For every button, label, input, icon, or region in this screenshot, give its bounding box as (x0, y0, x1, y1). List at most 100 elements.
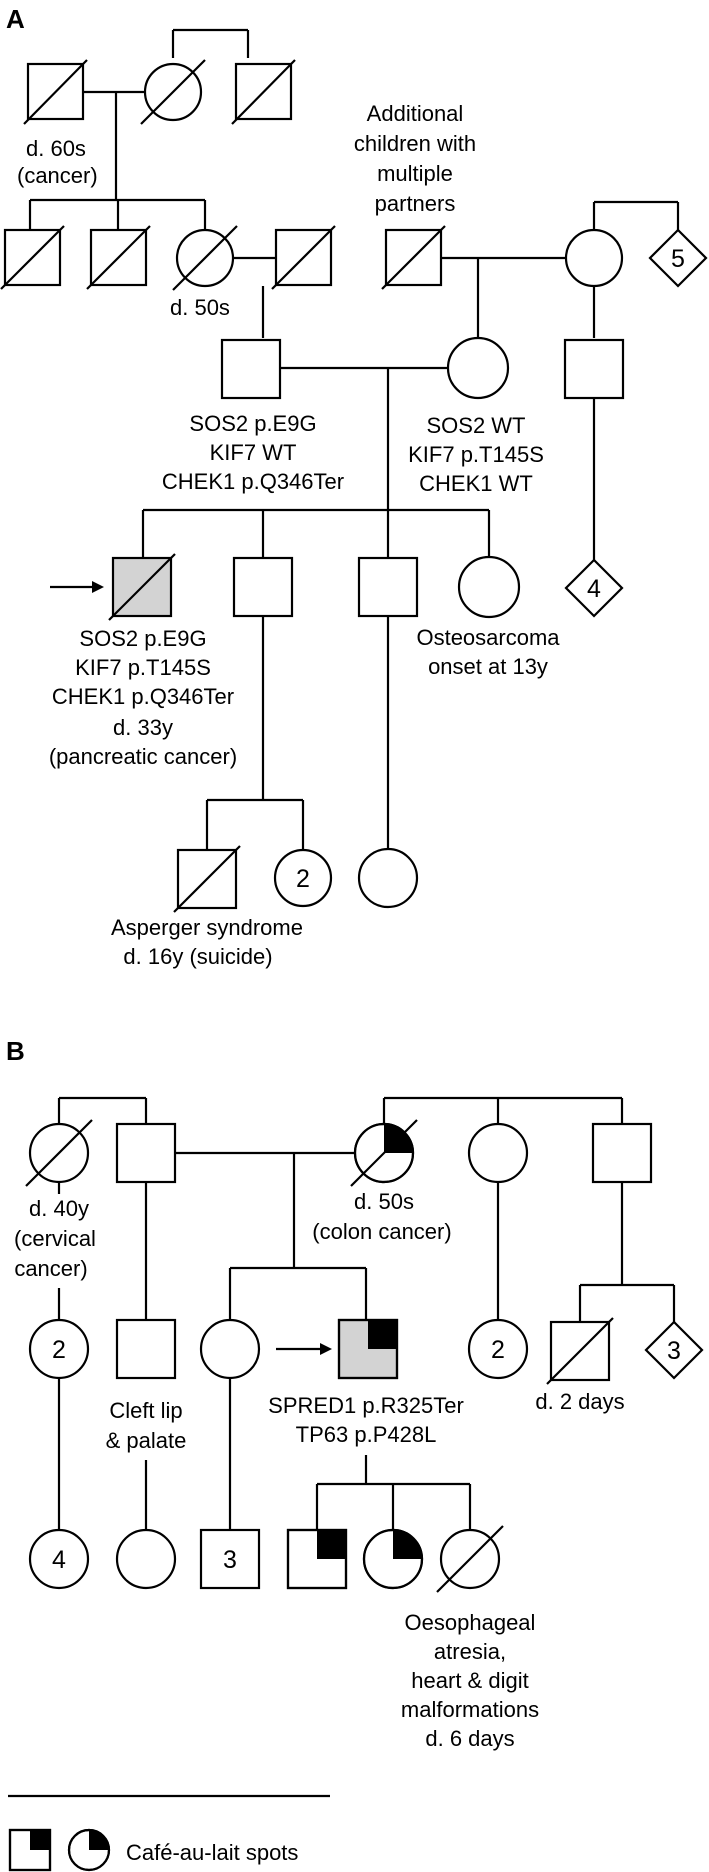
half-sibling-child-count: 4 (587, 575, 601, 603)
panel-a-label: A (6, 4, 25, 34)
deceased-slash (0, 225, 65, 290)
legend: Café-au-lait spots (8, 1794, 330, 1872)
asperger-note-2: d. 16y (suicide) (123, 944, 272, 969)
cousin-count-diamond (644, 1320, 704, 1380)
niece-circle (357, 847, 419, 909)
brother-square (357, 556, 419, 618)
half-sibling-child-diamond (564, 558, 624, 618)
proband-variant-1: SOS2 p.E9G (79, 626, 206, 651)
outline (67, 1828, 111, 1872)
cousin-circle (467, 1318, 529, 1380)
outline (353, 1122, 415, 1184)
grandfather-square (115, 1122, 177, 1184)
sibling-count-diamond (648, 228, 708, 288)
additional-note-1: Additional (367, 101, 464, 126)
deceased-slash (23, 59, 88, 125)
deceased-slash (381, 225, 446, 290)
mother-variant-1: SOS2 WT (426, 413, 525, 438)
legend-quadrant (89, 1830, 109, 1850)
legend-label: Café-au-lait spots (126, 1840, 298, 1865)
great-aunt-cause-2: cancer) (14, 1256, 87, 1281)
father-variant-3: CHEK1 p.Q346Ter (162, 469, 344, 494)
mother-circle (446, 336, 510, 400)
second-cousin-count: 4 (52, 1546, 66, 1574)
outline (337, 1318, 399, 1380)
sister-circle (199, 1318, 261, 1380)
cousin-death-label: d. 2 days (535, 1389, 624, 1414)
deceased-slash (436, 1525, 504, 1593)
proband-variant-1: SPRED1 p.R325Ter (268, 1393, 464, 1418)
cleft-note-1: Cleft lip (109, 1398, 182, 1423)
outline (362, 1528, 424, 1590)
oeso-note-3: heart & digit (411, 1668, 528, 1693)
oeso-note-5: d. 6 days (425, 1726, 514, 1751)
maternal-grandmother-circle (564, 228, 624, 288)
great-aunt-cause-1: (cervical (14, 1226, 96, 1251)
mother-variant-2: KIF7 p.T145S (408, 442, 544, 467)
proband-arrowhead (320, 1343, 332, 1355)
cafe-au-lait-quadrant (368, 1320, 397, 1349)
sibling-count: 5 (671, 245, 685, 273)
gp-death-label: d. 60s (26, 136, 86, 161)
deceased-slash (25, 1119, 93, 1187)
deceased-slash (350, 1119, 418, 1187)
oeso-note-1: Oesophageal (405, 1610, 536, 1635)
proband-variant-2: KIF7 p.T145S (75, 655, 211, 680)
grandmother-death: d. 50s (354, 1189, 414, 1214)
panel-b-label: B (6, 1036, 25, 1066)
nephew-square (199, 1528, 261, 1590)
aunt-death-label: d. 50s (170, 295, 230, 320)
outline (286, 1528, 348, 1590)
brother-square (232, 556, 294, 618)
cousin-count: 3 (667, 1337, 681, 1365)
niece-count: 2 (296, 865, 310, 893)
father-variant-2: KIF7 WT (210, 440, 297, 465)
additional-note-3: multiple (377, 161, 453, 186)
gp-death-cause-label: (cancer) (17, 163, 98, 188)
cleft-note-2: & palate (106, 1428, 187, 1453)
osteo-note-2: onset at 13y (428, 654, 548, 679)
mother-variant-3: CHEK1 WT (419, 471, 533, 496)
panel-b: B d. 40y (cervical cancer) d. 50s (colon… (6, 1036, 704, 1751)
proband-death-cause: (pancreatic cancer) (49, 744, 237, 769)
oeso-note-4: malformations (401, 1697, 539, 1722)
grandmother-cause: (colon cancer) (312, 1219, 451, 1244)
osteo-note-1: Osteosarcoma (416, 625, 560, 650)
half-sibling-square (563, 338, 625, 400)
deceased-slash (86, 225, 151, 290)
deceased-slash (271, 225, 336, 290)
cousin-count: 2 (491, 1336, 505, 1364)
legend-quadrant (30, 1830, 50, 1850)
panel-a: A d. 60s (cancer) d. 50s Additional (0, 4, 708, 969)
cafe-au-lait-quadrant (393, 1530, 422, 1559)
niece-circle (273, 848, 333, 908)
proband-arrowhead (92, 581, 104, 593)
nephew-count: 3 (223, 1546, 237, 1574)
cousin-count: 2 (52, 1336, 66, 1364)
cafe-au-lait-quadrant (317, 1530, 346, 1559)
additional-note-4: partners (375, 191, 456, 216)
additional-note-2: children with (354, 131, 476, 156)
second-cousin-circle (28, 1528, 90, 1590)
father-variant-1: SOS2 p.E9G (189, 411, 316, 436)
deceased-slash (172, 225, 238, 291)
deceased-slash (231, 59, 296, 125)
asperger-note-1: Asperger syndrome (111, 915, 303, 940)
proband-death-label: d. 33y (113, 715, 173, 740)
sister-circle (457, 555, 521, 619)
deceased-slash (173, 845, 241, 913)
outline (8, 1828, 52, 1872)
deceased-slash (108, 553, 176, 621)
uncle-square (115, 1318, 177, 1380)
deceased-slash (140, 59, 206, 125)
proband-variant-3: CHEK1 p.Q346Ter (52, 684, 234, 709)
cousin-daughter-circle (115, 1528, 177, 1590)
proband-variant-2: TP63 p.P428L (296, 1422, 437, 1447)
father-square (220, 338, 282, 400)
grand-aunt-circle (467, 1122, 529, 1184)
grand-uncle-square (591, 1122, 653, 1184)
oeso-note-2: atresia, (434, 1639, 506, 1664)
deceased-slash (546, 1317, 614, 1385)
great-aunt-death: d. 40y (29, 1196, 89, 1221)
